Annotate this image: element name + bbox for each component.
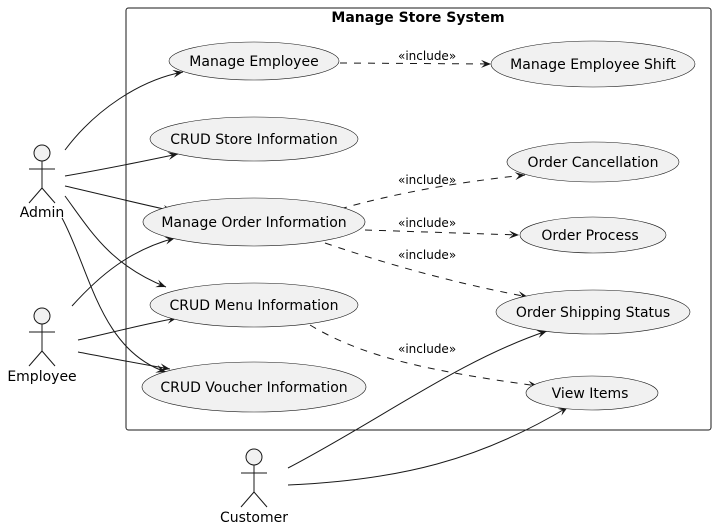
uc-crud-voucher-information[interactable] [141, 361, 367, 413]
admin-to-manage-employee [64, 69, 184, 151]
employee-to-crud-menu [77, 315, 178, 341]
actor-employee-label: Employee [7, 369, 76, 385]
uc-manage-order-information[interactable] [142, 197, 366, 247]
uc-label-manage-employee-shift: Manage Employee Shift [510, 57, 676, 73]
uc-label-crud-voucher-information: CRUD Voucher Information [160, 380, 347, 396]
include-employee-shift [339, 59, 492, 68]
customer-to-order-shipping [287, 330, 548, 469]
actor-employee[interactable] [28, 307, 56, 367]
actor-employee-leg-left [28, 350, 43, 367]
employee-to-manage-order [71, 236, 176, 307]
uc-order-cancellation[interactable] [506, 141, 680, 183]
actor-admin-label: Admin [20, 205, 65, 221]
actor-employee-head [33, 307, 51, 325]
actor-admin-leg-left [28, 187, 43, 204]
include-label-order-shipping: «include» [398, 248, 456, 262]
uc-label-manage-order-information: Manage Order Information [161, 215, 346, 231]
actor-employee-leg-right [41, 350, 56, 367]
include-order-process [364, 229, 520, 239]
uc-label-manage-employee: Manage Employee [189, 54, 318, 70]
uc-label-order-cancellation: Order Cancellation [528, 155, 659, 171]
actor-admin-leg-right [41, 187, 56, 204]
uc-manage-employee-shift[interactable] [490, 40, 696, 88]
include-label-order-process: «include» [398, 216, 456, 230]
admin-to-crud-menu [64, 195, 167, 288]
actor-customer-leg-left [240, 491, 255, 508]
actor-admin-head [33, 144, 51, 162]
actor-customer[interactable] [240, 448, 268, 508]
actor-customer-label: Customer [220, 510, 288, 526]
uc-label-crud-store-information: CRUD Store Information [170, 132, 337, 148]
actor-customer-head [245, 448, 263, 466]
actor-customer-leg-right [253, 491, 268, 508]
uc-crud-store-information[interactable] [149, 116, 359, 162]
uc-order-process[interactable] [519, 216, 667, 254]
include-order-shipping [324, 242, 529, 300]
uc-crud-menu-information[interactable] [149, 282, 359, 328]
include-label-order-cancellation: «include» [398, 173, 456, 187]
include-label-view-items: «include» [398, 342, 456, 356]
system-title: Manage Store System [331, 10, 504, 26]
include-label-employee-shift: «include» [398, 49, 456, 63]
admin-to-crud-store [64, 152, 179, 177]
uc-manage-employee[interactable] [168, 41, 340, 81]
uc-label-order-process: Order Process [541, 228, 638, 244]
uc-order-shipping-status[interactable] [495, 289, 691, 335]
actor-admin[interactable] [28, 144, 56, 204]
uc-label-order-shipping-status: Order Shipping Status [516, 305, 670, 321]
admin-to-crud-voucher [61, 217, 167, 373]
customer-to-view-items [287, 406, 569, 486]
employee-to-crud-voucher [77, 351, 171, 372]
uc-label-view-items: View Items [552, 386, 629, 402]
uc-label-crud-menu-information: CRUD Menu Information [170, 298, 339, 314]
uc-view-items[interactable] [525, 375, 659, 411]
